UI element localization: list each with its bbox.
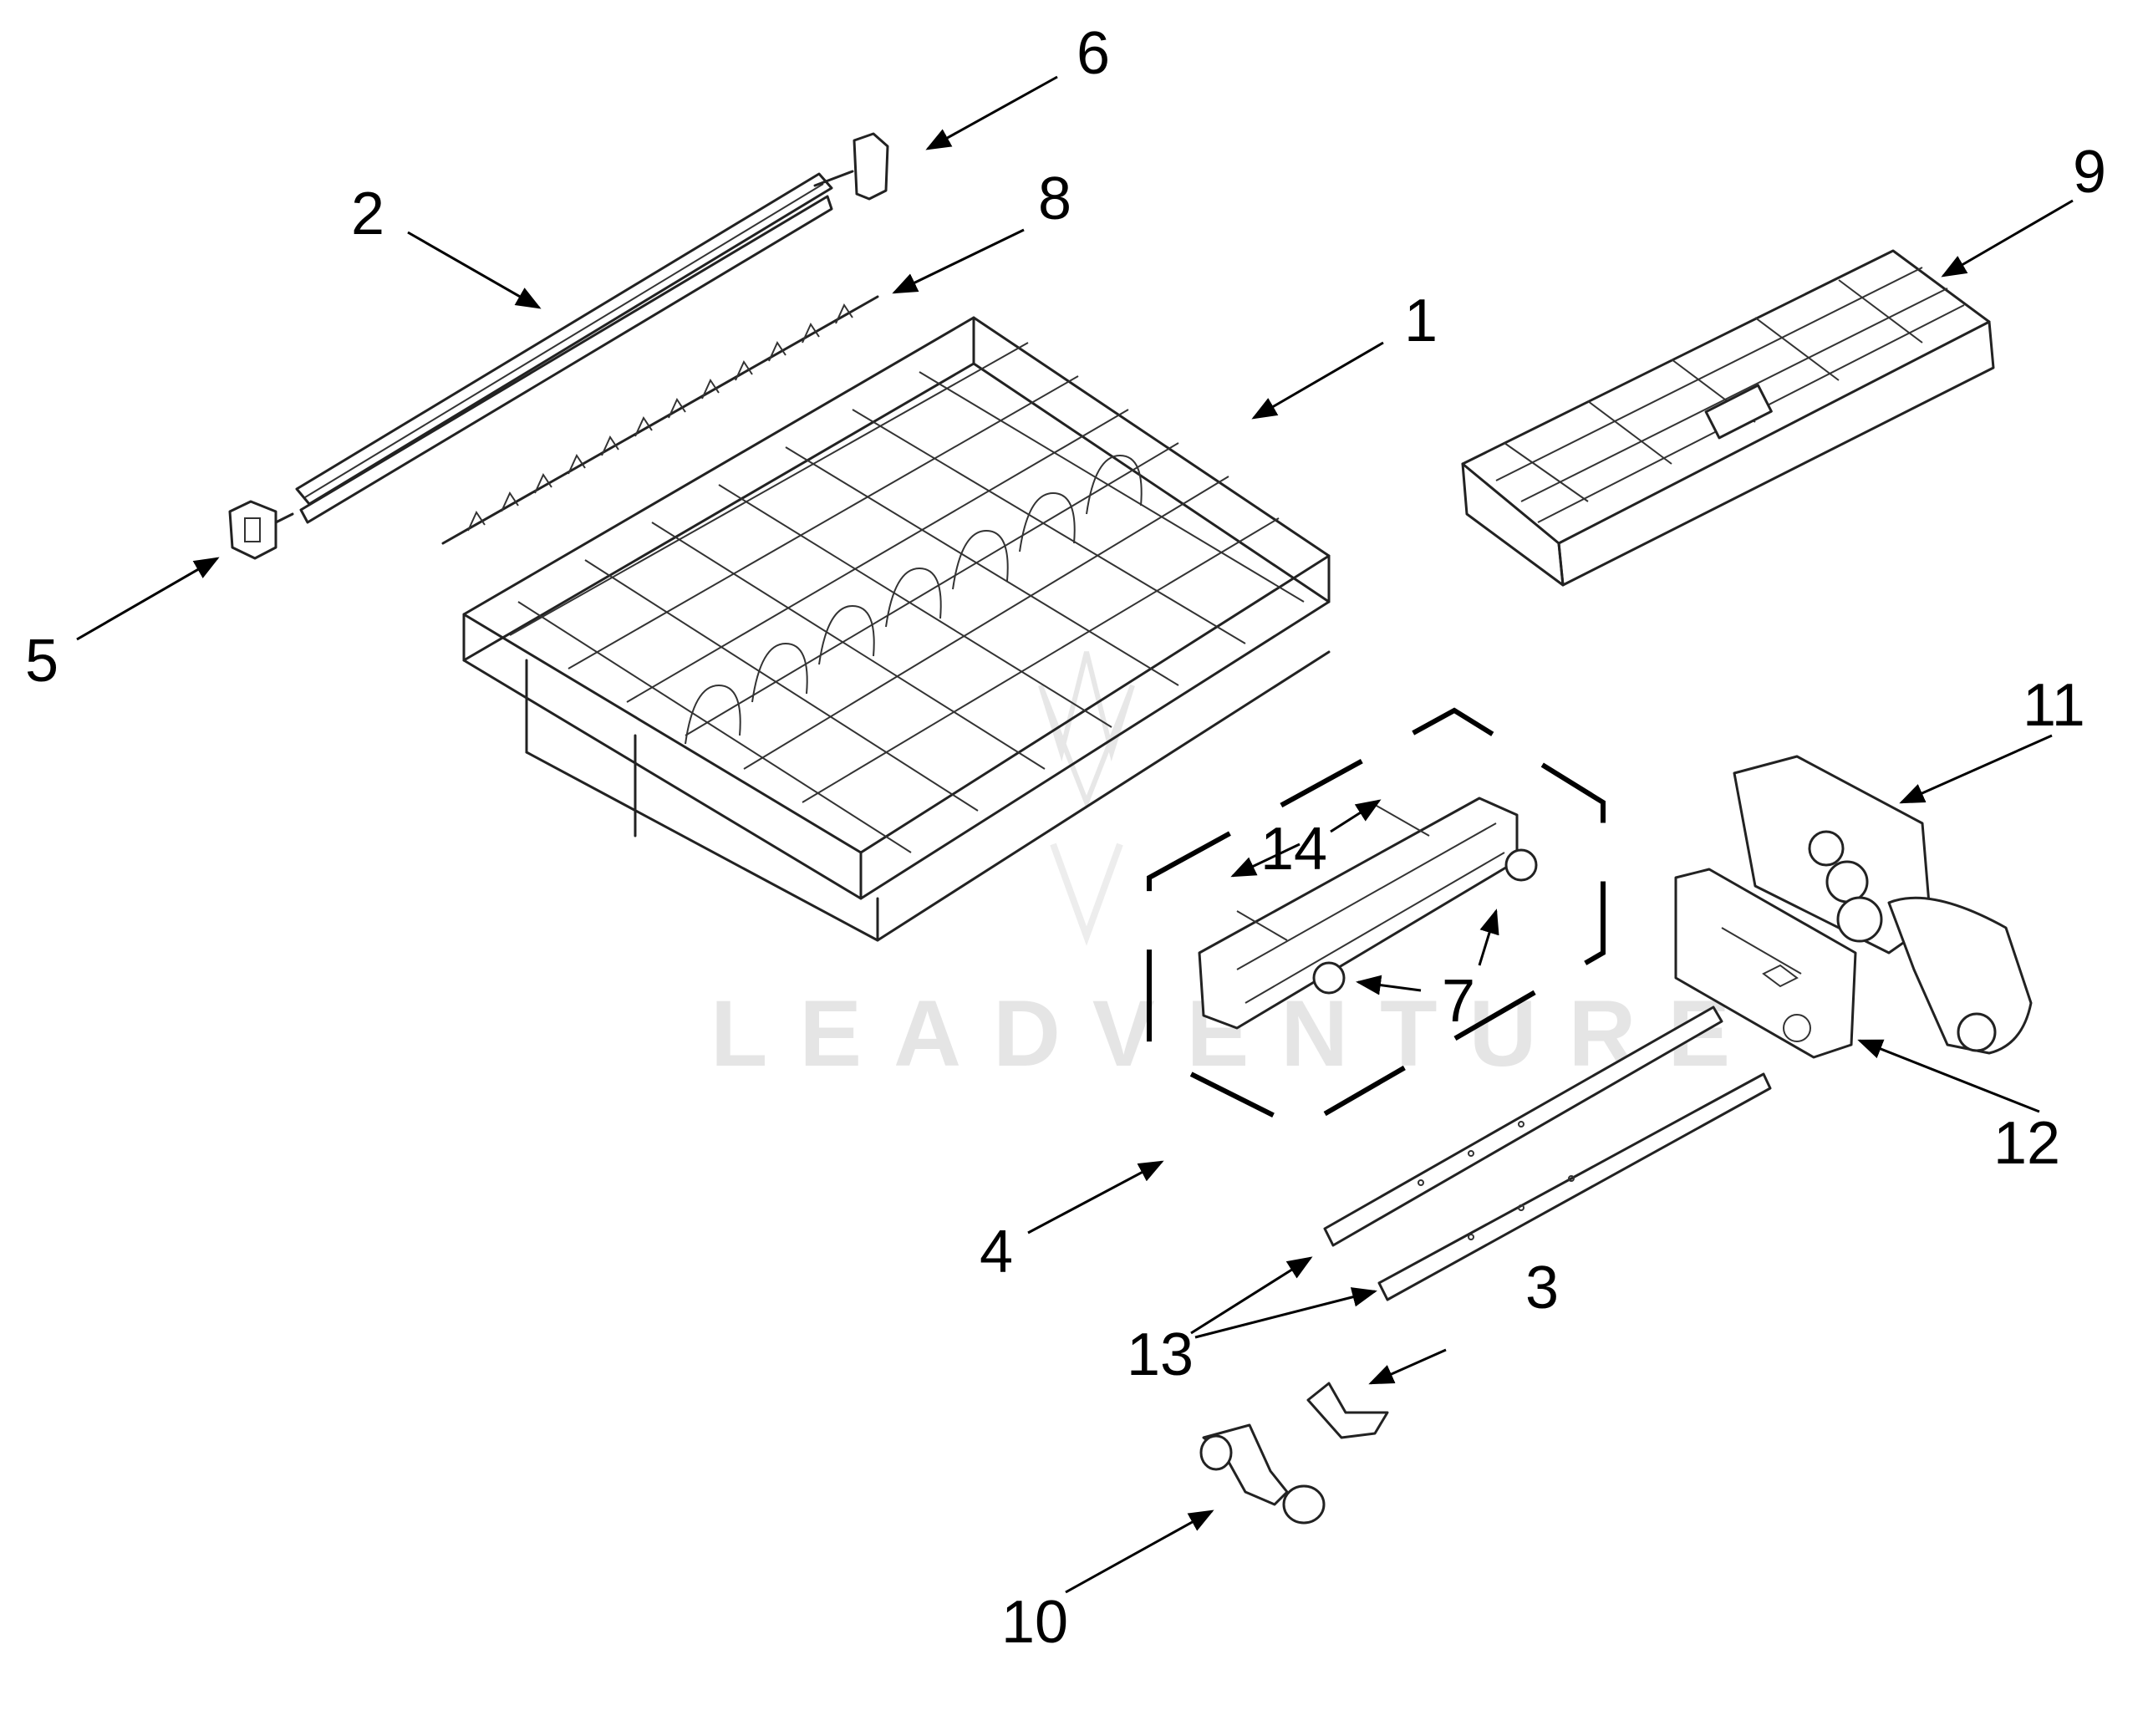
callout-label-7: 7 (1442, 968, 1475, 1035)
callout-label-2: 2 (351, 181, 384, 247)
watermark-logo (1038, 651, 1135, 946)
callout-label-1: 1 (1404, 288, 1438, 354)
part-clip-bracket[interactable] (1306, 1382, 1389, 1439)
part-rail-end-cap[interactable] (813, 132, 889, 201)
callout-label-5: 5 (25, 628, 59, 695)
part-adjuster-cover[interactable] (1674, 868, 1857, 1059)
callout-label-4: 4 (980, 1219, 1013, 1285)
part-upper-rack[interactable] (462, 316, 1331, 942)
callout-label-6: 6 (1077, 20, 1110, 87)
part-adjuster-assembly[interactable] (1733, 755, 2033, 1055)
callout-labels: 1 2 3 4 5 6 7 8 9 10 11 12 13 14 (25, 20, 2106, 1656)
callout-label-13: 13 (1127, 1321, 1194, 1388)
part-rail-end-stop[interactable] (228, 500, 294, 560)
callout-label-10: 10 (1001, 1589, 1068, 1656)
callout-label-9: 9 (2073, 139, 2106, 206)
part-adjuster-rail[interactable] (1198, 797, 1538, 1030)
callout-label-8: 8 (1038, 165, 1071, 232)
callout-label-3: 3 (1525, 1255, 1559, 1321)
callout-arrows (76, 75, 2074, 1594)
callout-label-11: 11 (2023, 672, 2085, 739)
callout-label-14: 14 (1260, 816, 1327, 883)
callout-label-12: 12 (1993, 1110, 2060, 1177)
part-tine-row[interactable] (441, 295, 879, 545)
part-rail[interactable] (295, 172, 833, 524)
part-roller-bracket[interactable] (1199, 1423, 1326, 1525)
dashed-assembly-box (1147, 707, 1606, 1132)
part-cutlery-tray[interactable] (1461, 249, 1995, 587)
part-rods[interactable] (1323, 1005, 1772, 1301)
